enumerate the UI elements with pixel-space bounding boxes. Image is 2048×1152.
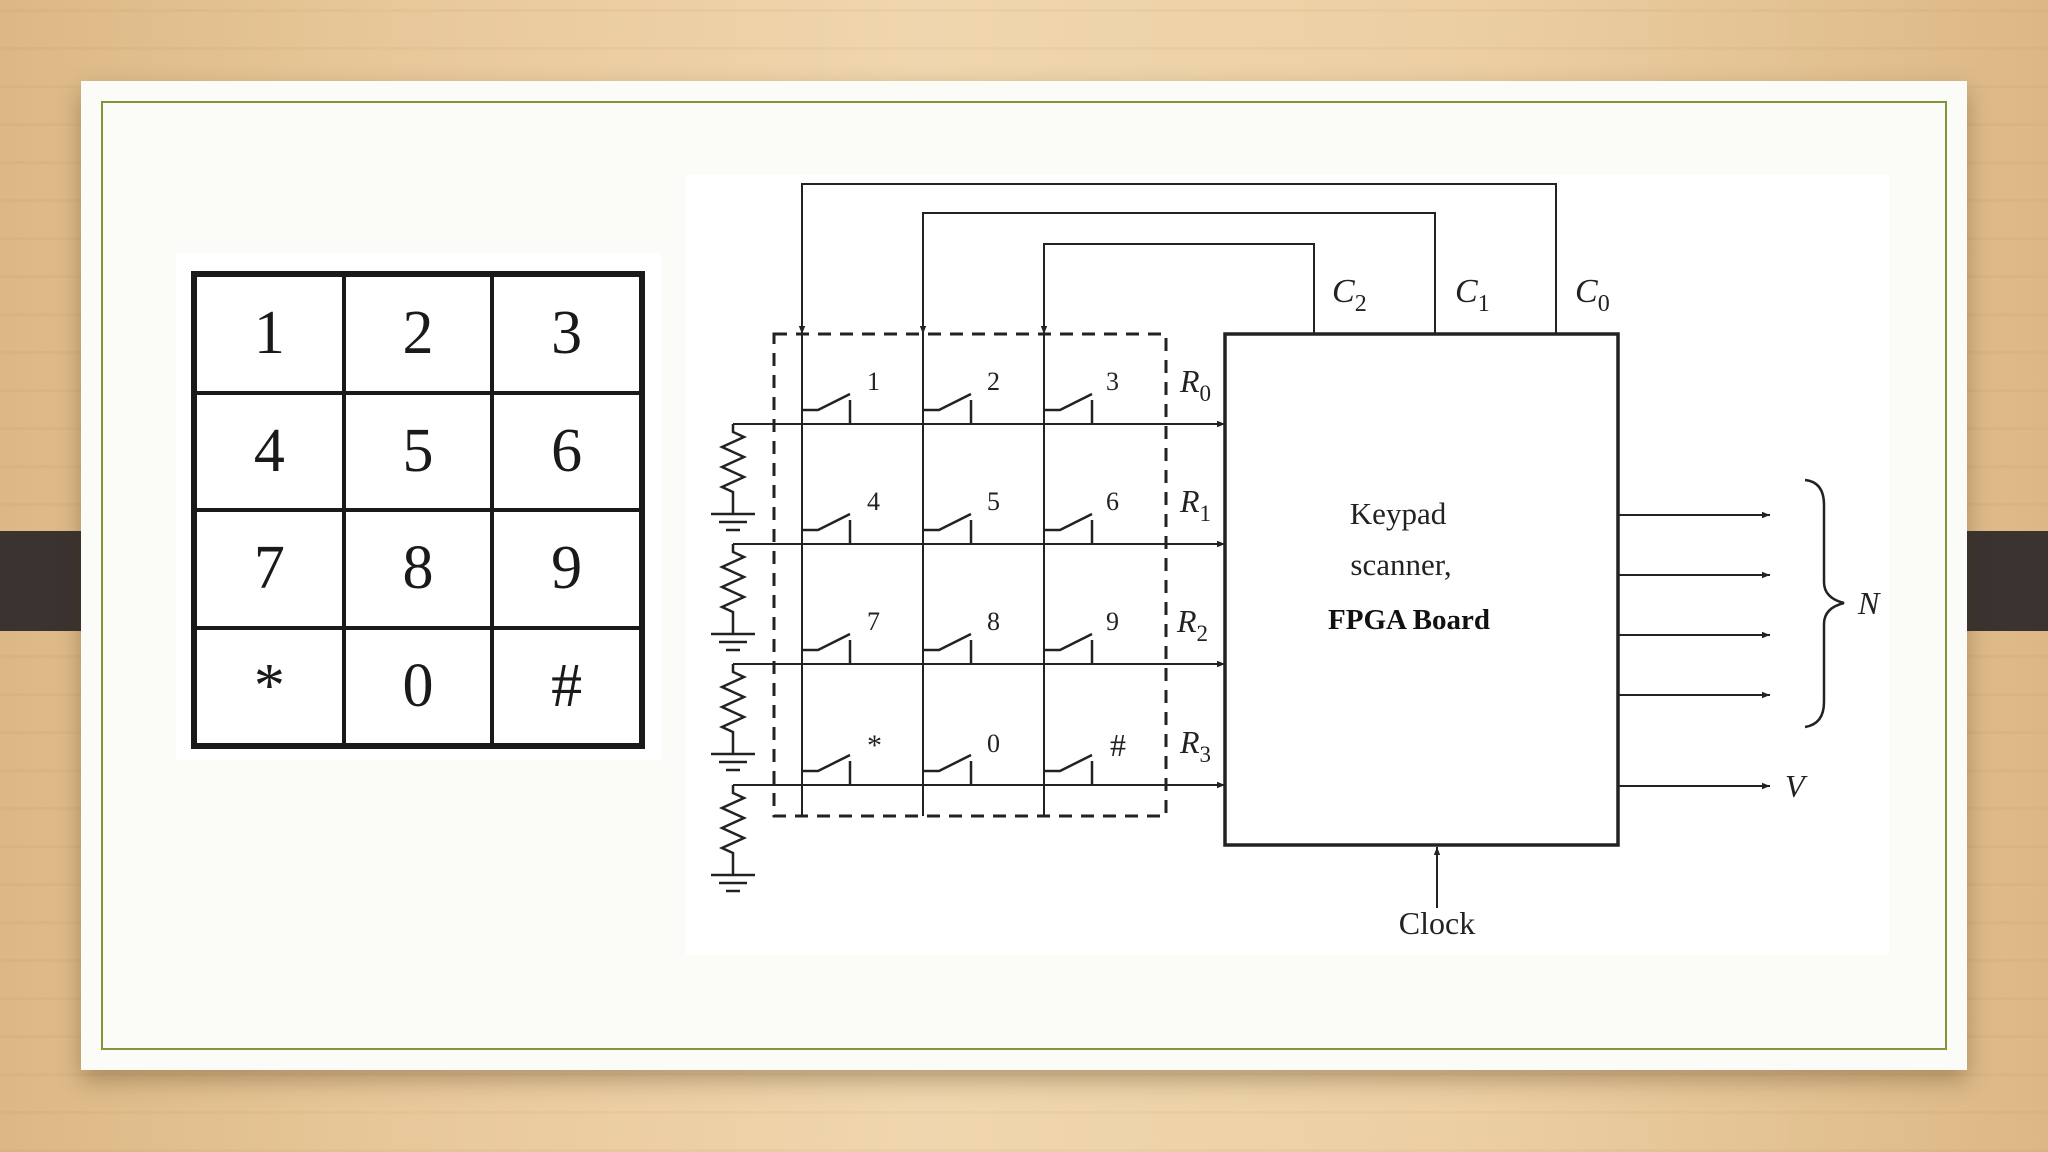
n-bus-brace <box>1804 478 1845 729</box>
keypad-key: 3 <box>492 275 641 393</box>
scanner-label-line3: FPGA Board <box>1328 604 1490 636</box>
keypad-panel <box>176 253 662 760</box>
column-feedback-wire <box>919 212 1436 334</box>
keypad-key: 2 <box>343 275 493 393</box>
pulldown-resistor <box>711 544 755 652</box>
pulldown-resistor <box>711 424 755 532</box>
keypad-dashed-boundary <box>772 332 1168 818</box>
pulldown-resistors <box>711 424 755 893</box>
keypad-key: # <box>492 627 641 745</box>
switch-label: 6 <box>1106 487 1119 516</box>
scanner-block <box>1223 332 1620 847</box>
switch-symbol <box>802 632 852 664</box>
scanner-label-line2: scanner, <box>1350 547 1451 582</box>
switch-symbol <box>1044 392 1094 424</box>
switch-symbol <box>1044 632 1094 664</box>
row-label-r0: R0 <box>1179 363 1211 406</box>
keypad-key: 7 <box>195 510 344 628</box>
column-feedback-wire <box>1040 243 1315 334</box>
column-label-group: C2 C1 C0 <box>1332 273 1610 317</box>
scanner-label-line1: Keypad <box>1350 496 1447 531</box>
switch-label: 9 <box>1106 607 1119 636</box>
switch-label: 2 <box>987 367 1000 396</box>
switch-label: * <box>867 729 882 762</box>
column-feedback-wire <box>798 183 1557 334</box>
pulldown-resistor <box>711 785 755 893</box>
row-label-r3: R3 <box>1179 724 1211 767</box>
slide-border <box>101 101 1947 1050</box>
switch-label: 5 <box>987 487 1000 516</box>
switch-label: 1 <box>867 367 880 396</box>
row-label-r1: R1 <box>1179 483 1211 526</box>
keypad-key: 4 <box>195 392 344 510</box>
switch-label: # <box>1110 727 1126 763</box>
switch-symbol <box>923 753 973 785</box>
switch-label: 7 <box>867 607 880 636</box>
keypad-key: 5 <box>343 392 493 510</box>
output-v-label: V <box>1785 768 1808 804</box>
switch-symbol <box>1044 753 1094 785</box>
keypad-key: * <box>195 627 344 745</box>
column-label-c2: C2 <box>1332 273 1367 317</box>
output-arrows <box>1618 511 1770 790</box>
keypad-key: 8 <box>343 510 493 628</box>
column-label-c1: C1 <box>1455 273 1490 317</box>
clock-label: Clock <box>1399 905 1475 941</box>
switch-label: 3 <box>1106 367 1119 396</box>
switch-label-group: 1 2 3 4 5 6 7 8 9 * 0 # <box>867 367 1126 763</box>
switch-symbol <box>802 753 852 785</box>
output-n-label: N <box>1857 585 1881 621</box>
switch-symbol <box>1044 512 1094 544</box>
column-wires <box>801 334 1045 816</box>
keypad-key: 1 <box>195 275 344 393</box>
switch-symbol <box>923 392 973 424</box>
pulldown-resistor <box>711 664 755 772</box>
row-label-r2: R2 <box>1176 603 1208 646</box>
switch-symbol <box>802 512 852 544</box>
column-label-c0: C0 <box>1575 273 1610 317</box>
row-wires <box>733 420 1225 789</box>
switch-symbol <box>802 392 852 424</box>
keypad-key: 6 <box>492 392 641 510</box>
keypad-scanner-schematic: 1 2 3 4 5 6 7 8 9 * 0 # C2 C1 C0 R0 R1 R… <box>686 175 1889 955</box>
column-feedback-wires <box>798 183 1557 334</box>
switch-label: 0 <box>987 729 1000 758</box>
switch-label: 8 <box>987 607 1000 636</box>
keypad-grid: 1 2 3 4 5 6 7 8 9 * 0 # <box>191 271 645 749</box>
keypad-key: 0 <box>343 627 493 745</box>
keypad-key: 9 <box>492 510 641 628</box>
switch-symbol <box>923 632 973 664</box>
row-label-group: R0 R1 R2 R3 <box>1176 363 1211 767</box>
switch-label: 4 <box>867 487 880 516</box>
switch-symbol <box>923 512 973 544</box>
switch-symbols <box>802 392 1094 785</box>
